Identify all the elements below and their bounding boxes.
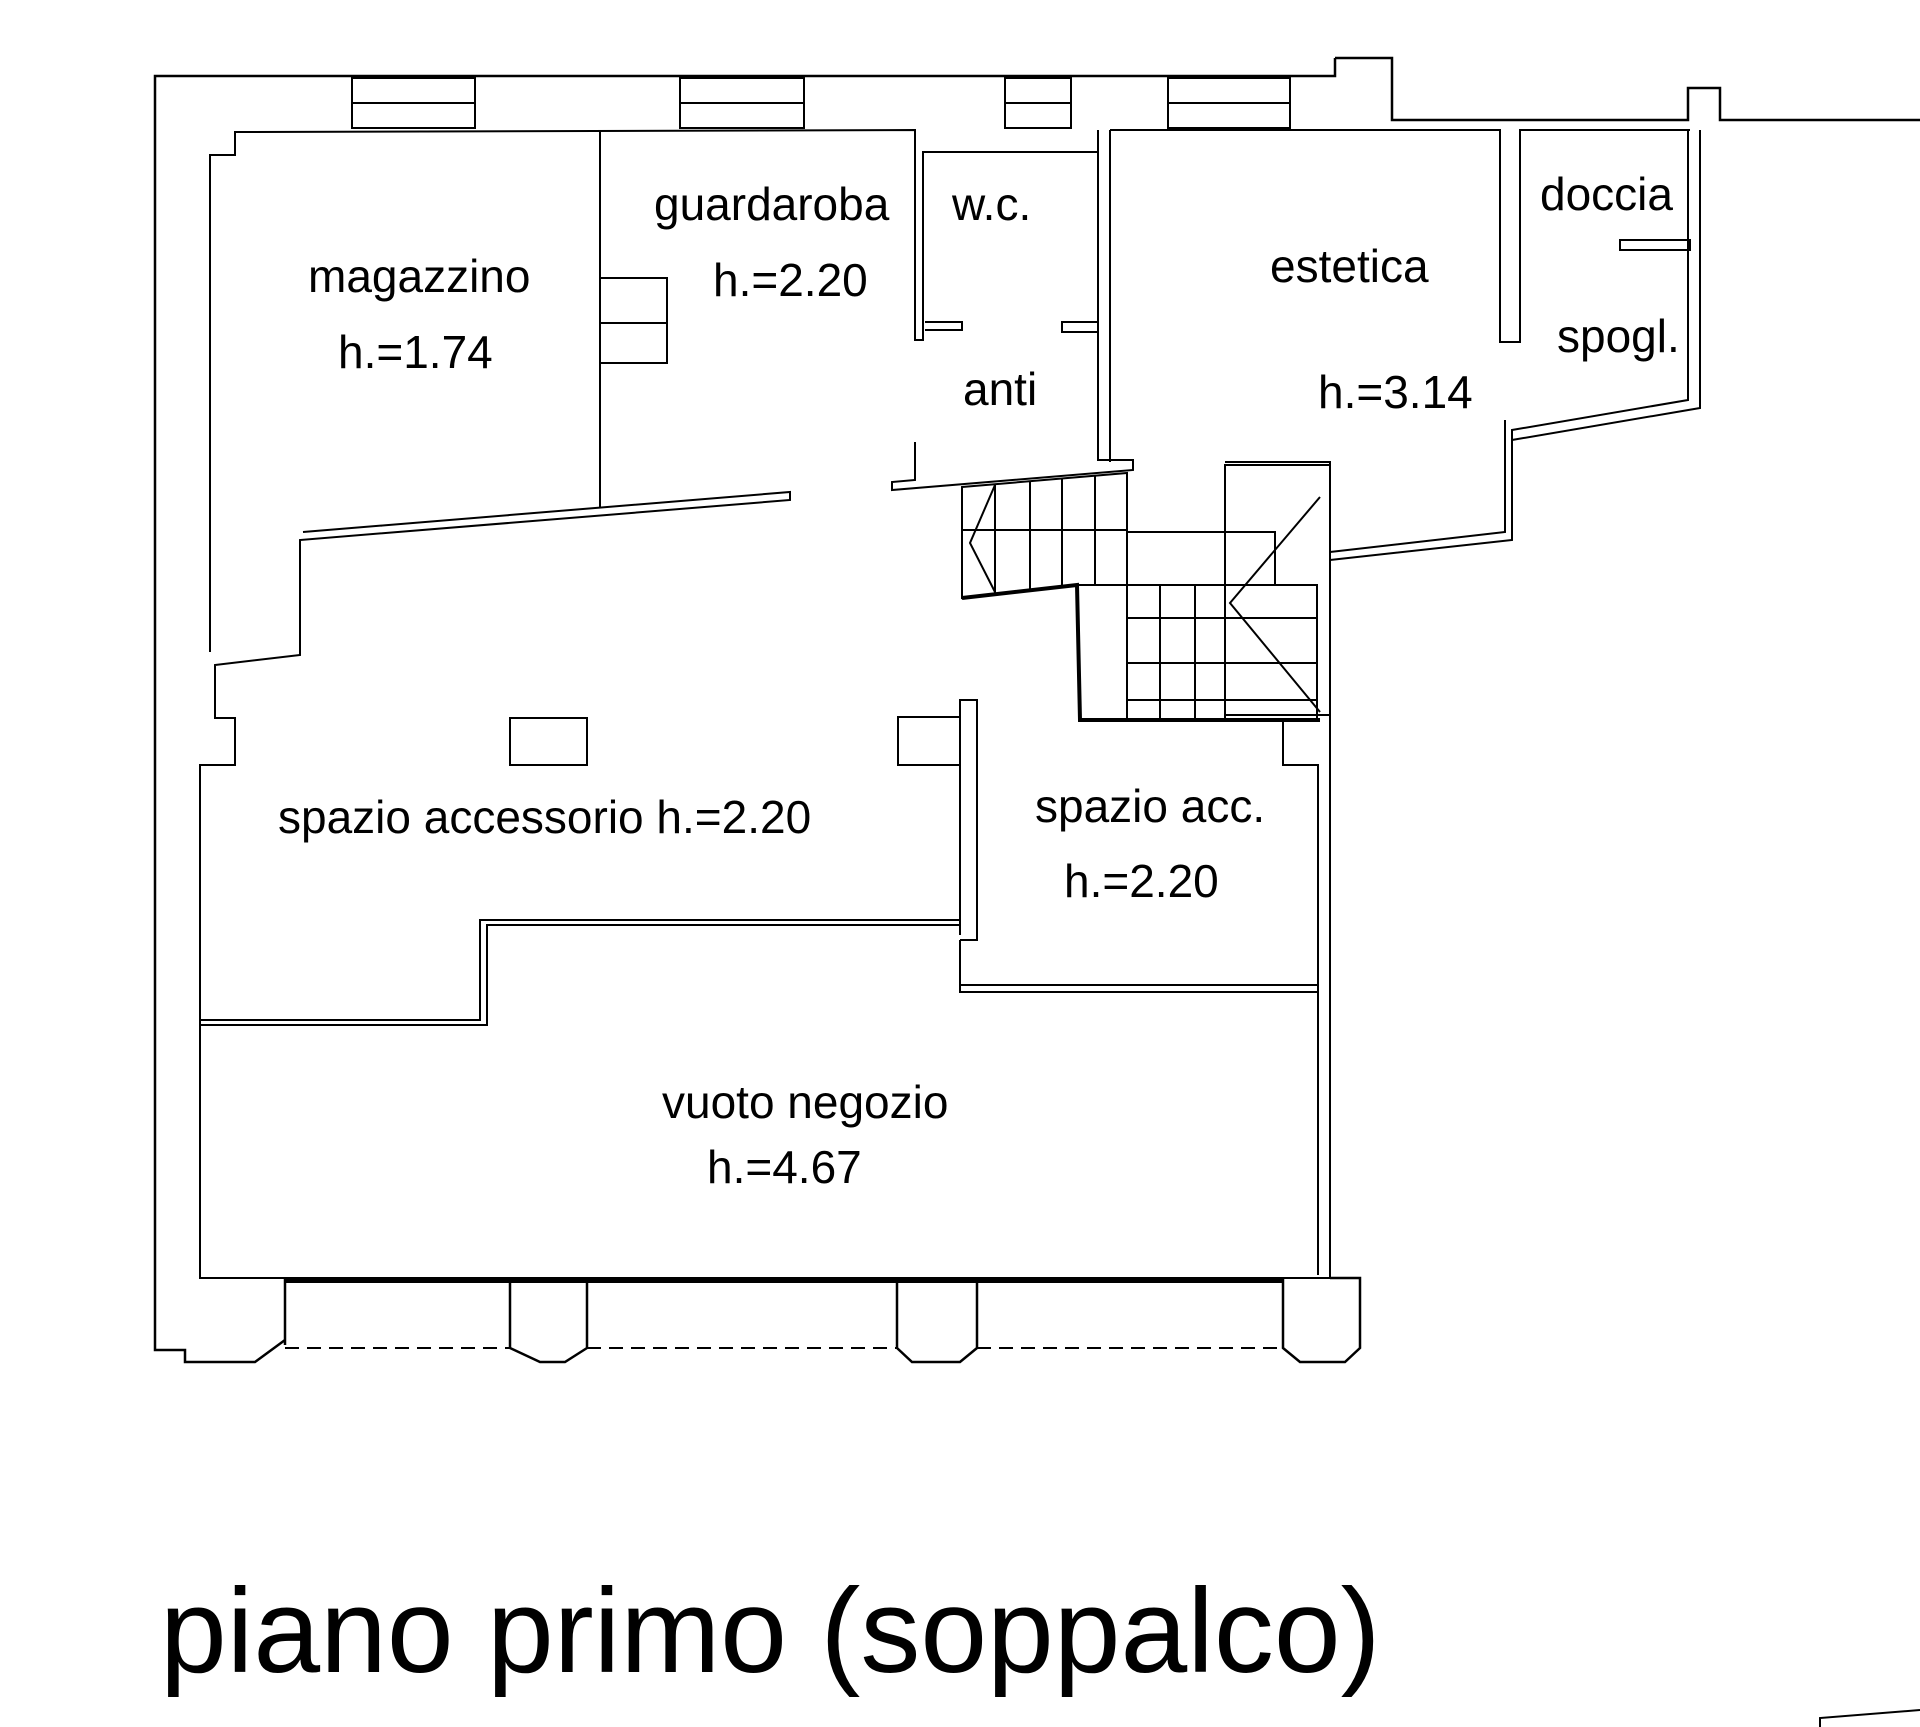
room-vuoto-negozio-name: vuoto negozio <box>662 1076 948 1128</box>
room-guardaroba-name: guardaroba <box>654 178 890 230</box>
stairs <box>961 461 1331 722</box>
room-magazzino-name: magazzino <box>308 250 530 302</box>
shop-front <box>283 1276 1362 1364</box>
room-wc-name: w.c. <box>951 178 1031 230</box>
room-doccia-name: doccia <box>1540 168 1673 220</box>
mezzanine-walls <box>199 699 1331 1279</box>
adjacent-wall-fragment <box>1819 1709 1920 1727</box>
room-spazio-accessorio-name: spazio accessorio h.=2.20 <box>278 791 811 843</box>
outer-wall-inner <box>153 58 1337 1364</box>
top-windows <box>351 77 1291 129</box>
room-estetica-name: estetica <box>1270 240 1429 292</box>
room-spogl-name: spogl. <box>1557 310 1680 362</box>
room-spazio-acc-height: h.=2.20 <box>1064 855 1219 907</box>
room-labels: magazzino h.=1.74 guardaroba h.=2.20 w.c… <box>278 168 1680 1193</box>
room-vuoto-negozio-height: h.=4.67 <box>707 1141 862 1193</box>
left-wall-upper <box>209 128 916 652</box>
interior-walls <box>599 129 1701 561</box>
floor-title: piano primo (soppalco) <box>160 1564 1381 1698</box>
room-spazio-acc-name: spazio acc. <box>1035 780 1265 832</box>
room-guardaroba-height: h.=2.20 <box>713 254 868 306</box>
room-magazzino-height: h.=1.74 <box>338 326 493 378</box>
outer-wall-left-inner <box>199 490 791 1278</box>
room-estetica-height: h.=3.14 <box>1318 366 1473 418</box>
room-anti-name: anti <box>963 363 1037 415</box>
outer-wall <box>1335 56 1920 122</box>
